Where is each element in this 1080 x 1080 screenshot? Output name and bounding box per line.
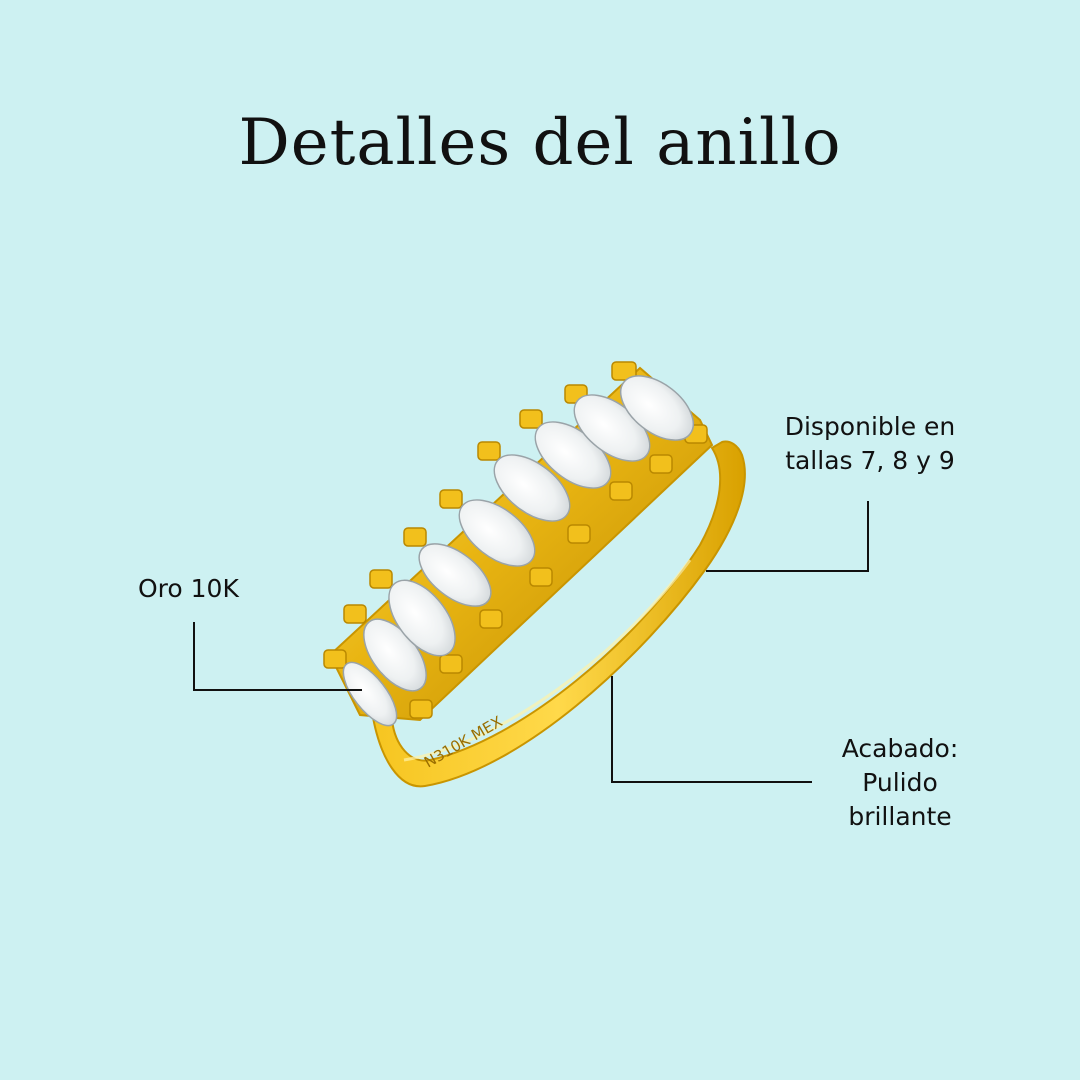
ring-stones	[342, 375, 694, 727]
stone-5	[458, 499, 536, 567]
stone-9	[620, 375, 694, 441]
leader-line-finish	[611, 676, 812, 783]
stone-1	[342, 661, 398, 727]
stone-3	[388, 579, 456, 657]
callout-lines	[193, 501, 869, 783]
callout-finish-line-3: brillante	[848, 802, 952, 831]
stone-6	[493, 454, 571, 522]
callout-sizes-line-1: Disponible en	[784, 412, 956, 441]
callout-finish-line-2: Pulido	[862, 768, 938, 797]
callout-finish: Acabado: Pulido brillante	[800, 732, 1000, 834]
ring-prongs	[323, 361, 708, 719]
callout-finish-line-1: Acabado:	[841, 734, 959, 763]
page-title: Detalles del anillo	[238, 106, 842, 180]
stone-4	[418, 543, 492, 607]
leader-line-sizes	[706, 501, 869, 572]
callout-sizes: Disponible en tallas 7, 8 y 9	[760, 410, 980, 478]
leader-line-material	[193, 622, 362, 691]
callout-sizes-line-2: tallas 7, 8 y 9	[785, 446, 955, 475]
callout-material-line: Oro 10K	[138, 574, 239, 603]
callout-material: Oro 10K	[138, 572, 239, 606]
